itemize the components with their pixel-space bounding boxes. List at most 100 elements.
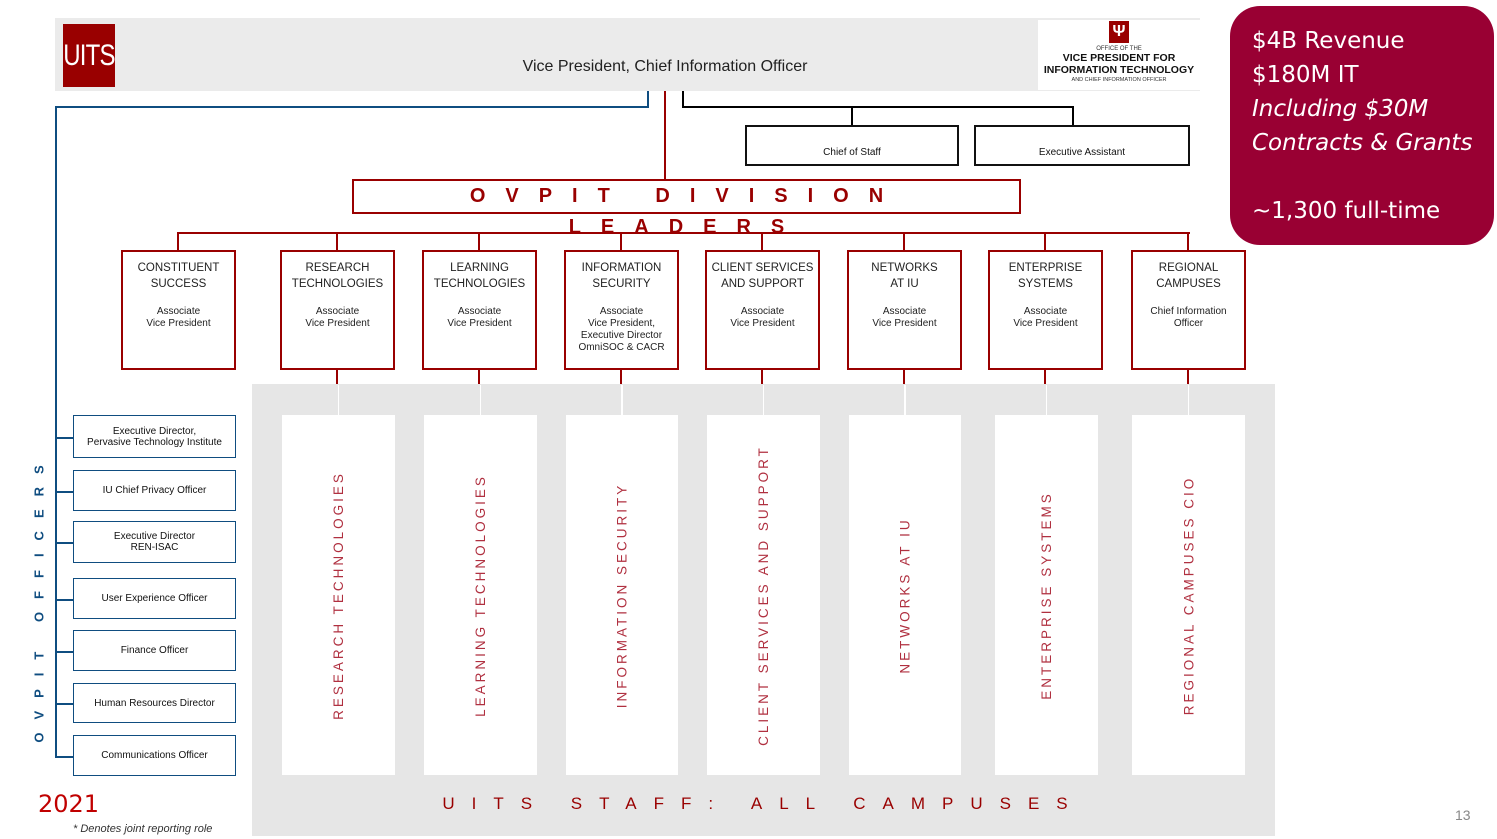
stats-fulltime: ~1,300 full-time: [1252, 198, 1441, 224]
officer-connector: [55, 490, 74, 493]
leader-box: ENTERPRISE SYSTEMS Associate Vice Preside…: [988, 250, 1103, 370]
staff-column: CLIENT SERVICES AND SUPPORT: [707, 415, 820, 775]
staff-column-label: LEARNING TECHNOLOGIES: [473, 473, 489, 717]
leader-title: RESEARCH TECHNOLOGIES: [291, 262, 384, 290]
division-leaders-title: OVPIT DIVISION LEADERS: [352, 179, 1021, 238]
staff-column: RESEARCH TECHNOLOGIES: [282, 415, 395, 775]
leader-drop-line: [177, 232, 179, 251]
footnote: * Denotes joint reporting role: [73, 823, 213, 835]
indiana-trident-icon: Ψ: [1109, 21, 1129, 43]
leader-drop-line: [1187, 232, 1189, 251]
office-line-3: INFORMATION TECHNOLOGY: [1043, 64, 1195, 76]
officers-connector-horizontal: [55, 106, 649, 108]
leader-role: Associate Vice President: [146, 306, 211, 329]
staff-column-label: INFORMATION SECURITY: [614, 482, 630, 708]
leader-box: CLIENT SERVICES AND SUPPORT Associate Vic…: [705, 250, 820, 370]
staff-column-label: NETWORKS AT IU: [897, 516, 913, 674]
staff-column: REGIONAL CAMPUSES CIO: [1132, 415, 1245, 775]
leader-title: INFORMATION SECURITY: [581, 262, 662, 290]
office-line-2: VICE PRESIDENT FOR: [1062, 52, 1176, 64]
leader-role: Associate Vice President: [730, 306, 795, 329]
ovpit-office-logo: Ψ OFFICE OF THE VICE PRESIDENT FOR INFOR…: [1038, 20, 1200, 90]
leader-box: REGIONAL CAMPUSES Chief Information Offic…: [1131, 250, 1246, 370]
leader-title: NETWORKS AT IU: [871, 262, 938, 290]
stats-it: $180M IT: [1252, 62, 1359, 88]
staff-connector-line: [1045, 385, 1047, 415]
officer-box: Finance Officer: [73, 630, 236, 671]
staff-column-label: CLIENT SERVICES AND SUPPORT: [756, 444, 772, 746]
staff-column-label: RESEARCH TECHNOLOGIES: [331, 470, 347, 720]
leader-drop-line: [336, 232, 338, 251]
leader-drop-line: [1044, 232, 1046, 251]
office-line-4: AND CHIEF INFORMATION OFFICER: [1071, 77, 1167, 83]
officers-vertical-label: OVPIT OFFICERS: [30, 452, 48, 743]
officer-connector: [55, 598, 74, 601]
officers-connector-top: [647, 91, 649, 108]
leader-title: CLIENT SERVICES AND SUPPORT: [711, 262, 814, 290]
leader-box: LEARNING TECHNOLOGIES Associate Vice Pres…: [422, 250, 537, 370]
leader-role: Associate Vice President: [447, 306, 512, 329]
year-label: 2021: [38, 790, 100, 818]
officer-box: Human Resources Director: [73, 683, 236, 723]
stats-contracts-2: Contracts & Grants: [1252, 130, 1473, 156]
officer-connector: [55, 436, 74, 439]
staff-column: ENTERPRISE SYSTEMS: [995, 415, 1098, 775]
leaders-horizontal-line: [178, 232, 1190, 234]
leader-role: Associate Vice President: [305, 306, 370, 329]
leader-title: LEARNING TECHNOLOGIES: [433, 262, 526, 290]
staff-connector-line: [479, 385, 481, 415]
officer-box: IU Chief Privacy Officer: [73, 470, 236, 511]
staff-connector-line: [1187, 385, 1189, 415]
leader-title: ENTERPRISE SYSTEMS: [1008, 262, 1083, 290]
officer-box: Executive Director, Pervasive Technology…: [73, 415, 236, 458]
staff-connector-line: [762, 385, 764, 415]
leader-to-staff-line: [478, 369, 480, 385]
office-line-1: OFFICE OF THE: [1096, 46, 1142, 52]
leader-drop-line: [761, 232, 763, 251]
staff-connector-line: [621, 385, 623, 415]
officer-box: Executive Director REN-ISAC: [73, 521, 236, 563]
officers-connector-vertical: [55, 106, 57, 756]
officers-label-text: OVPIT OFFICERS: [31, 452, 47, 743]
stats-contracts-1: Including $30M: [1252, 96, 1429, 122]
chief-of-staff-box: Chief of Staff: [745, 125, 959, 166]
leader-to-staff-line: [1044, 369, 1046, 385]
leader-role: Chief Information Officer: [1150, 306, 1227, 329]
officer-box: User Experience Officer: [73, 578, 236, 619]
staff-label: UITS STAFF: ALL CAMPUSES: [442, 794, 1085, 813]
staff-column-label: REGIONAL CAMPUSES CIO: [1181, 475, 1197, 715]
officer-connector: [55, 650, 74, 653]
leader-to-staff-line: [1187, 369, 1189, 385]
staff-column: NETWORKS AT IU: [849, 415, 961, 775]
officer-connector: [55, 703, 74, 705]
officer-connector: [55, 755, 74, 758]
leader-drop-line: [620, 232, 622, 251]
leader-to-staff-line: [620, 369, 622, 385]
exec-assistant-drop: [1072, 106, 1074, 126]
leader-box: RESEARCH TECHNOLOGIES Associate Vice Pres…: [280, 250, 395, 370]
stats-revenue: $4B Revenue: [1252, 28, 1405, 54]
staff-column-label: ENTERPRISE SYSTEMS: [1039, 490, 1055, 700]
page-number: 13: [1455, 807, 1471, 823]
vp-to-staff-line: [682, 91, 684, 107]
staff-column: LEARNING TECHNOLOGIES: [424, 415, 537, 775]
vp-to-division-line: [664, 91, 666, 179]
header-bar: [55, 18, 1200, 91]
officer-connector: [55, 542, 74, 544]
leader-to-staff-line: [761, 369, 763, 385]
leader-role: Associate Vice President: [1013, 306, 1078, 329]
staff-horizontal-line: [682, 106, 1074, 108]
officer-box: Communications Officer: [73, 735, 236, 776]
leader-role: Associate Vice President, Executive Dire…: [578, 306, 665, 353]
uits-logo: UITS: [63, 24, 116, 87]
leader-to-staff-line: [336, 369, 338, 385]
leader-drop-line: [903, 232, 905, 251]
staff-column: INFORMATION SECURITY: [566, 415, 678, 775]
leader-box: INFORMATION SECURITY Associate Vice Presi…: [564, 250, 679, 370]
leader-drop-line: [478, 232, 480, 251]
vice-president-title: Vice President, Chief Information Office…: [522, 58, 808, 75]
staff-connector-line: [337, 385, 339, 415]
leader-title: REGIONAL CAMPUSES: [1156, 262, 1221, 290]
